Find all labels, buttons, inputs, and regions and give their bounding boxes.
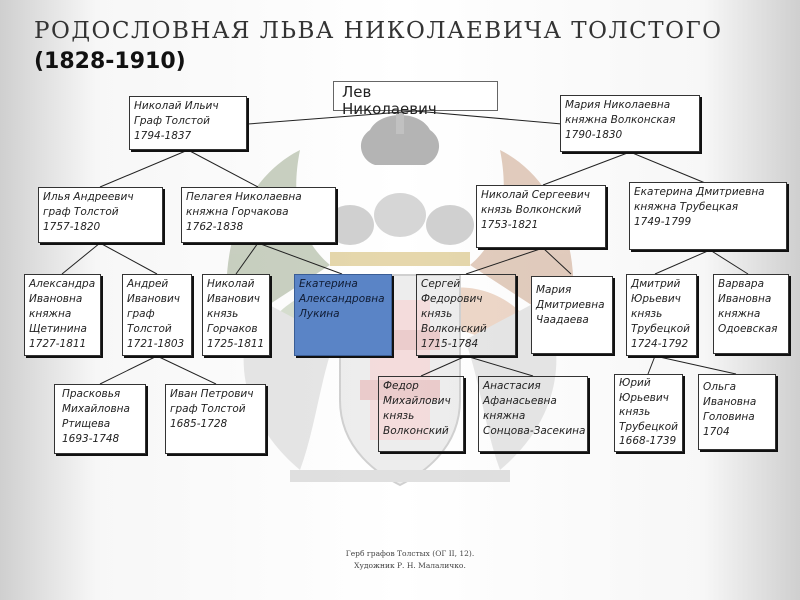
person-ekaterina-lukina: Екатерина Александровна Лукина (294, 274, 392, 356)
person-varvara-odoevskaya: Варвара Ивановна княжна Одоевская (713, 274, 789, 354)
person-sergey-volkonsky: Сергей Федорович князь Волконский 1715-1… (416, 274, 516, 356)
person-maria-chaadaeva: Мария Дмитриевна Чаадаева (531, 276, 613, 354)
person-nikolay-sergeevich: Николай Сергеевич князь Волконский 1753-… (476, 185, 606, 248)
person-fedor-volkonsky: Федор Михайлович князь Волконский (378, 376, 464, 452)
page-title: РОДОСЛОВНАЯ ЛЬВА НИКОЛАЕВИЧА ТОЛСТОГО (34, 18, 723, 44)
person-lev-nikolaevich: Лев Николаевич (333, 81, 498, 118)
person-father-nikolay-ilyich: Николай Ильич Граф Толстой 1794-1837 (129, 96, 247, 150)
person-andrey-ivanovich: Андрей Иванович граф Толстой 1721-1803 (122, 274, 192, 356)
person-yury-trubetskoy: Юрий Юрьевич князь Трубецкой 1668-1739 (614, 374, 683, 452)
person-nikolay-gorchakov: Николай Иванович князь Горчаков 1725-181… (202, 274, 270, 356)
person-ekaterina-dmitrievna: Екатерина Дмитриевна княжна Трубецкая 17… (629, 182, 787, 250)
person-mother-maria-nikolaevna: Мария Николаевна княжна Волконская 1790-… (560, 95, 700, 152)
person-ilya-andreevich: Илья Андреевич граф Толстой 1757-1820 (38, 187, 163, 243)
emblem-caption: Герб графов Толстых (ОГ II, 12). Художни… (345, 549, 475, 570)
person-dmitry-trubetskoy: Дмитрий Юрьевич князь Трубецкой 1724-179… (626, 274, 697, 356)
person-praskovya-rtishcheva: Прасковья Михайловна Ртищева 1693-1748 (54, 384, 146, 454)
person-alexandra-shchetinina: Александра Ивановна княжна Щетинина 1727… (24, 274, 101, 356)
page-subtitle-years: (1828-1910) (34, 49, 186, 74)
person-pelageya-nikolaevna: Пелагея Николаевна княжна Горчакова 1762… (181, 187, 336, 243)
person-ivan-petrovich: Иван Петрович граф Толстой 1685-1728 (165, 384, 266, 454)
person-olga-golovina: Ольга Ивановна Головина 1704 (698, 374, 776, 450)
person-anastasia-sontsova: Анастасия Афанасьевна княжна Сонцова-Зас… (478, 376, 588, 452)
